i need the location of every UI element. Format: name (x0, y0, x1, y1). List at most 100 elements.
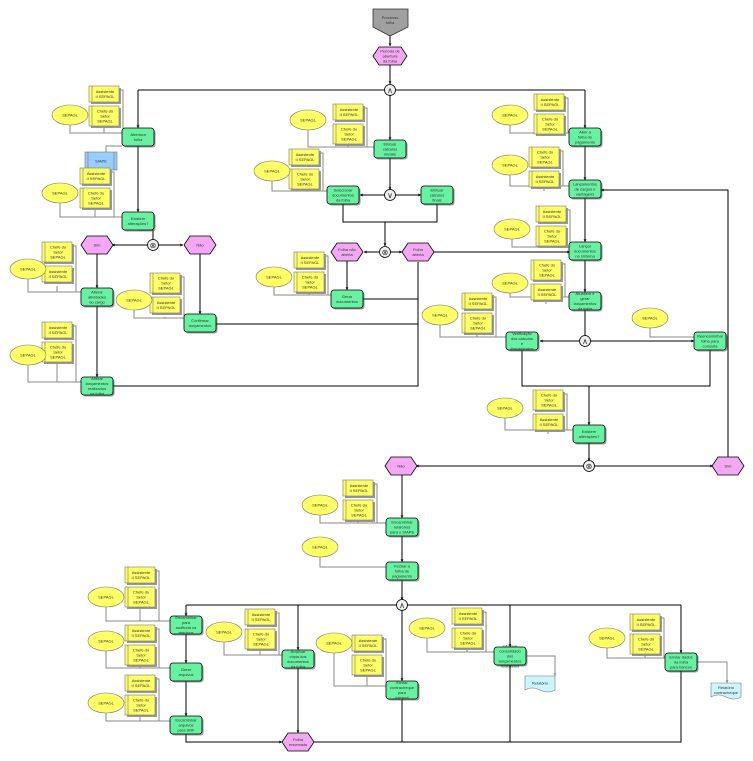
system-siape[interactable]: SIAPE (84, 151, 118, 171)
box[interactable] (244, 628, 276, 650)
role-shape[interactable] (9, 344, 47, 366)
box[interactable] (293, 271, 325, 293)
function-box[interactable] (568, 127, 602, 147)
event-hexagon[interactable] (372, 46, 408, 66)
box[interactable] (332, 103, 364, 121)
event-e3[interactable]: Não (183, 235, 217, 255)
connector-circle[interactable] (379, 246, 391, 258)
function-box[interactable] (385, 561, 419, 581)
box[interactable] (451, 627, 483, 649)
box[interactable] (535, 225, 567, 247)
role-ellipse[interactable]: SEPAGL (51, 104, 89, 126)
connector-c1[interactable]: ∧ (384, 84, 396, 96)
function-box[interactable] (169, 615, 203, 635)
event-hexagon[interactable] (183, 235, 217, 255)
function-box[interactable] (330, 289, 364, 309)
function-box[interactable] (121, 127, 155, 147)
role-shape[interactable] (87, 692, 125, 714)
box[interactable] (124, 644, 156, 666)
role-shape[interactable] (588, 627, 626, 649)
event-hexagon[interactable] (384, 456, 418, 476)
connector-c4[interactable]: ⊗ (147, 239, 159, 251)
connector-circle[interactable] (579, 335, 591, 347)
role-ellipse[interactable]: SEPAGL (491, 104, 529, 126)
role-ellipse[interactable]: SEPAGL (408, 617, 446, 639)
role-ellipse[interactable]: SEPAGL (491, 154, 529, 176)
box[interactable] (149, 272, 181, 294)
box[interactable] (41, 241, 73, 263)
role-ellipse[interactable]: SEPAGL (9, 344, 47, 366)
document-shape[interactable] (524, 675, 556, 693)
box[interactable] (79, 167, 111, 185)
box[interactable] (88, 105, 120, 127)
role-ellipse[interactable]: SEPAGL (301, 536, 339, 558)
role-ellipse[interactable]: SEPAGL (631, 307, 669, 329)
function-box[interactable] (281, 649, 315, 669)
role-ellipse[interactable]: SEPAGL (253, 160, 291, 182)
box[interactable] (629, 613, 661, 631)
role-ellipse[interactable]: SEPAGL (205, 621, 243, 643)
function-box[interactable] (169, 662, 203, 682)
box[interactable] (533, 93, 565, 111)
connector-circle[interactable] (583, 460, 595, 472)
box[interactable] (528, 170, 560, 188)
role-shape[interactable] (115, 289, 153, 311)
box[interactable] (41, 321, 73, 339)
role-ellipse[interactable]: SEPAGL (9, 258, 47, 280)
box[interactable] (124, 674, 156, 692)
event-e6[interactable]: Não (384, 456, 418, 476)
function-box[interactable] (420, 185, 454, 205)
box[interactable] (244, 608, 276, 626)
box[interactable] (530, 259, 562, 281)
connector-c7[interactable]: ∧ (396, 599, 408, 611)
connector-c3[interactable]: ⊗ (379, 246, 391, 258)
connector-c2[interactable]: ∨ (384, 189, 396, 201)
box[interactable] (293, 251, 325, 269)
function-box[interactable] (693, 331, 727, 351)
box[interactable] (532, 389, 564, 411)
function-box[interactable] (80, 287, 114, 307)
role-shape[interactable] (41, 182, 79, 204)
box[interactable] (351, 654, 383, 676)
box[interactable] (124, 694, 156, 716)
box[interactable] (124, 586, 156, 608)
role-shape[interactable] (315, 632, 353, 654)
role-shape[interactable] (51, 104, 89, 126)
box[interactable] (535, 205, 567, 223)
function-box[interactable] (505, 331, 539, 351)
role-shape[interactable] (491, 104, 529, 126)
role-ellipse[interactable]: SEPAGL (491, 272, 529, 294)
function-box[interactable] (568, 179, 602, 199)
event-hexagon[interactable] (401, 242, 435, 262)
